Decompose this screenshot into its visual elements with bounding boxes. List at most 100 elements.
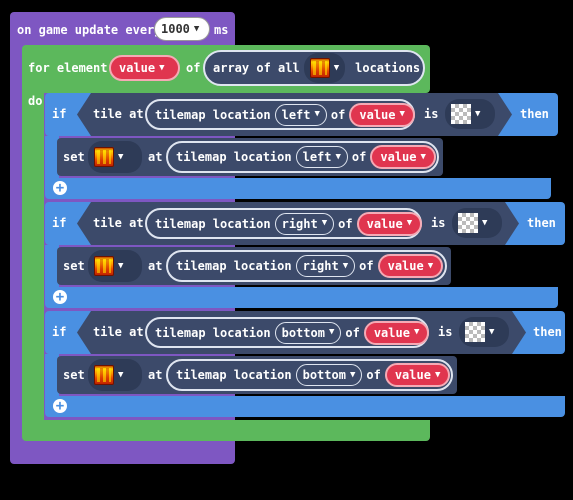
caret-down-icon: ▼ [420,151,426,162]
tile-picker[interactable]: ▼ [88,250,142,282]
is-label: is [431,216,446,230]
tilemap-location-reporter[interactable]: tilemap location bottom ▼ of value ▼ [166,359,453,391]
caret-down-icon: ▼ [321,218,328,228]
at-label: at [148,259,163,273]
tile-at-label: tile at [93,216,144,230]
transparent-tile-icon [451,104,471,124]
of-label: of [186,61,201,75]
caret-down-icon: ▼ [406,218,413,228]
direction-label: left [302,150,332,164]
event-suffix: ms [214,23,229,37]
array-label: array of all [213,61,300,75]
of-label: of [351,150,367,164]
caret-down-icon: ▼ [335,151,341,162]
tile-at-label: tile at [93,325,144,339]
value-variable[interactable]: value ▼ [109,55,180,81]
caret-down-icon: ▼ [482,217,488,228]
caret-down-icon: ▼ [399,109,405,119]
then-label: then [527,216,556,230]
direction-label: right [302,259,339,273]
caret-down-icon: ▼ [118,260,124,271]
array-of-all-locations[interactable]: array of all ▼ locations [203,50,425,86]
caret-down-icon: ▼ [328,327,335,337]
caret-down-icon: ▼ [342,260,349,271]
tilemap-location-label: tilemap location [155,216,271,231]
tilemap-location-reporter[interactable]: tilemap location left ▼ of value ▼ [166,141,439,173]
of-label: of [338,216,353,231]
caret-down-icon: ▼ [118,151,124,162]
tile-picker[interactable]: ▼ [452,208,502,238]
plus-icon[interactable]: + [53,399,67,413]
is-label: is [424,107,439,121]
tile-picker[interactable]: ▼ [445,99,495,129]
caret-down-icon: ▼ [159,62,165,73]
direction-label: right [281,216,318,231]
plus-icon[interactable]: + [53,290,67,304]
direction-dropdown[interactable]: right ▼ [295,255,356,277]
direction-label: left [281,107,311,122]
of-label: of [345,325,360,340]
then-label: then [520,107,549,121]
tile-picker[interactable]: ▼ [88,359,142,391]
interval-input[interactable]: 1000 ▼ [154,17,210,41]
fire-tile-icon [94,365,114,385]
tilemap-location-reporter[interactable]: tilemap location right ▼ of value ▼ [166,250,447,282]
tile-picker[interactable]: ▼ [303,53,346,83]
value-variable[interactable]: value ▼ [356,211,423,236]
value-variable[interactable]: value ▼ [349,102,415,127]
caret-down-icon: ▼ [314,109,320,119]
of-label: of [359,259,374,273]
direction-dropdown[interactable]: bottom ▼ [295,364,363,386]
tilemap-location-label: tilemap location [155,325,271,340]
fire-tile-icon [94,256,114,276]
caret-down-icon: ▼ [118,369,124,380]
plus-icon[interactable]: + [53,181,67,195]
fire-tile-icon [94,147,114,167]
locations-label: locations [355,61,421,75]
value-label: value [366,216,403,231]
caret-down-icon: ▼ [413,327,420,337]
tilemap-location-label: tilemap location [176,368,292,382]
tilemap-location-reporter[interactable]: tilemap location left ▼ of value ▼ [145,99,415,130]
direction-label: bottom [302,368,346,382]
of-label: of [366,368,381,382]
value-label: value [119,61,156,75]
direction-dropdown[interactable]: bottom ▼ [274,321,342,344]
direction-dropdown[interactable]: left ▼ [295,146,348,168]
direction-dropdown[interactable]: left ▼ [274,103,327,126]
tile-at-label: tile at [93,107,144,121]
tilemap-location-label: tilemap location [176,150,292,164]
caret-down-icon: ▼ [349,369,356,380]
caret-down-icon: ▼ [434,369,441,380]
event-label: on game update every [17,23,162,37]
value-variable[interactable]: value ▼ [363,320,430,345]
transparent-tile-icon [458,213,478,233]
value-variable[interactable]: value ▼ [384,363,451,387]
fire-tile-icon [309,58,330,78]
interval-value: 1000 [161,22,190,36]
set-label: set [63,368,85,382]
caret-down-icon: ▼ [427,260,434,271]
value-label: value [373,325,410,340]
caret-down-icon: ▼ [193,23,200,34]
tilemap-location-reporter[interactable]: tilemap location bottom ▼ of value ▼ [145,317,430,348]
set-label: set [63,259,85,273]
tile-picker[interactable]: ▼ [459,317,509,347]
caret-down-icon: ▼ [475,108,481,119]
do-label: do [28,94,43,108]
set-label: set [63,150,85,164]
if-label: if [52,325,67,339]
at-label: at [148,368,163,382]
tilemap-location-label: tilemap location [176,259,292,273]
tilemap-location-reporter[interactable]: tilemap location right ▼ of value ▼ [145,208,423,239]
at-label: at [148,150,163,164]
value-variable[interactable]: value ▼ [377,254,444,278]
if-label: if [52,216,67,230]
tile-picker[interactable]: ▼ [88,141,142,173]
caret-down-icon: ▼ [489,326,495,337]
direction-dropdown[interactable]: right ▼ [274,212,335,235]
of-label: of [330,107,346,122]
value-variable[interactable]: value ▼ [370,145,436,169]
value-label: value [359,107,396,122]
then-label: then [533,325,562,339]
